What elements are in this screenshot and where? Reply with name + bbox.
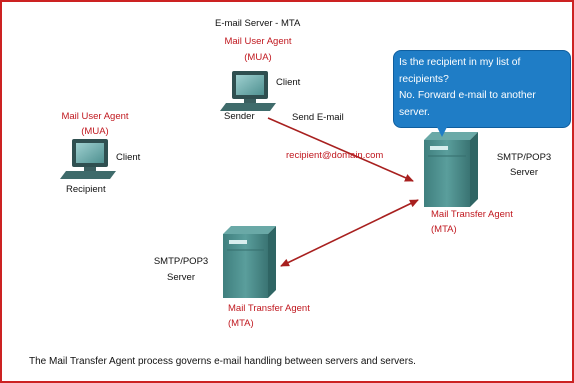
recipient-type-label: Client [116, 152, 141, 163]
recipient-abbr-label: (MUA) [81, 126, 109, 137]
forward-email-arrow [280, 199, 419, 267]
mta-main-type-label-2: Server [510, 167, 538, 178]
mta-main-abbr-label: (MTA) [431, 224, 457, 235]
diagram-title: E-mail Server - MTA [215, 18, 301, 29]
recipient-address-label: recipient@domain.com [286, 150, 384, 161]
speech-bubble-text: Is the recipient in my list of recipient… [399, 57, 536, 118]
sender-abbr-label: (MUA) [244, 52, 272, 63]
speech-bubble [393, 50, 571, 128]
sender-type-label: Client [276, 77, 301, 88]
mta-main-role-label: Mail Transfer Agent [431, 209, 513, 220]
sender-name-label: Sender [224, 111, 255, 122]
recipient-computer-icon [60, 139, 116, 179]
send-email-label: Send E-mail [292, 112, 344, 123]
mta-remote-type-label-1: SMTP/POP3 [153, 256, 209, 267]
recipient-role-label: Mail User Agent [61, 111, 129, 122]
mta-remote-server-icon [223, 226, 276, 298]
mta-main-type-label-1: SMTP/POP3 [496, 152, 552, 163]
sender-role-label: Mail User Agent [224, 36, 292, 47]
mta-remote-type-label-2: Server [167, 272, 195, 283]
sender-computer-icon [220, 71, 276, 111]
recipient-name-label: Recipient [66, 184, 106, 195]
speech-bubble-tail [436, 125, 448, 137]
mta-main-server-icon [424, 132, 478, 207]
mta-remote-abbr-label: (MTA) [228, 318, 254, 329]
mta-remote-role-label: Mail Transfer Agent [228, 303, 310, 314]
diagram-caption: The Mail Transfer Agent process governs … [29, 356, 416, 367]
send-email-arrow [267, 117, 414, 182]
